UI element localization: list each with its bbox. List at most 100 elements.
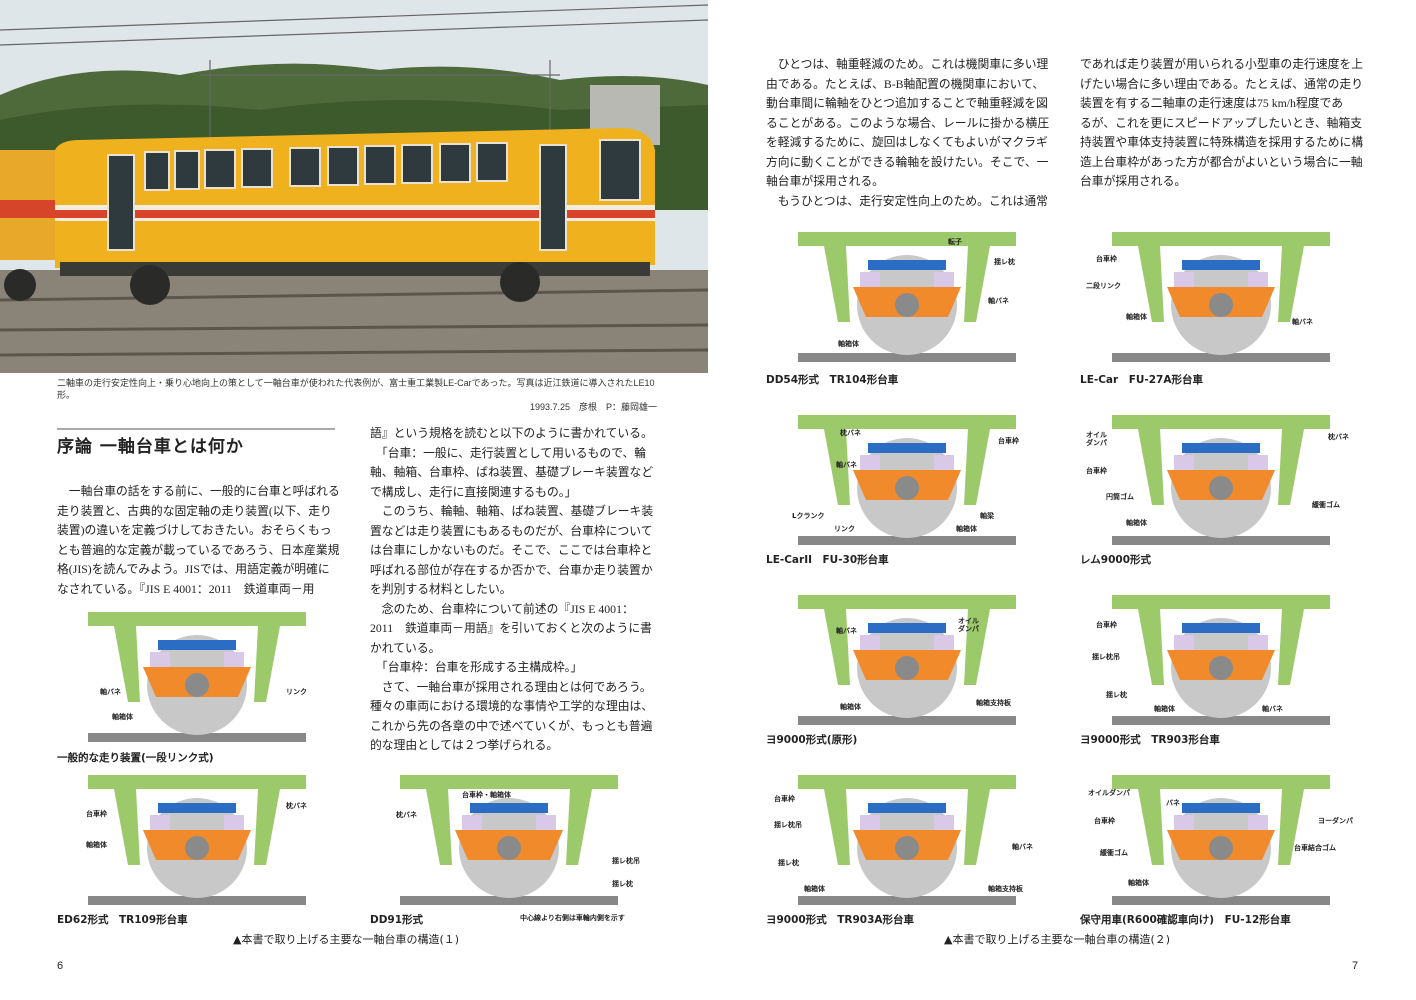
frame-leg-left: [824, 609, 850, 685]
diagram-label: 軸箱支持板: [988, 885, 1023, 893]
rail: [798, 353, 1016, 362]
diagram-label: 揺レ枕吊: [1092, 653, 1120, 661]
diagram-label: Lクランク: [792, 512, 825, 520]
page-number-right: 7: [1352, 960, 1359, 972]
frame-leg-left: [1138, 246, 1164, 322]
frame-beam: [1182, 623, 1260, 633]
diagram-label: 台車枠: [1086, 467, 1107, 475]
diagram-caption: ヨ9000形式 TR903A形台車: [766, 914, 915, 926]
frame-leg-left: [824, 789, 850, 865]
axle-hub: [895, 476, 919, 500]
diagram-dd91: 台車枠・軸箱体 枕バネ 揺レ枕吊 揺レ枕: [396, 775, 640, 910]
diagram-label: 緩衝ゴム: [1312, 501, 1340, 509]
right-column-2: であれば走り装置が用いられる小型車の走行速度を上 げたい場合に多い理由である。た…: [1080, 57, 1364, 188]
rail: [400, 896, 618, 905]
diagram-label: 軸バネ: [1262, 705, 1283, 713]
diagram-label: 揺レ枕吊: [774, 821, 802, 829]
diagram-label: 軸バネ: [836, 461, 857, 469]
photo-caption-text: 二軸車の走行安定性向上・乗り心地向上の策として一軸台車が使われた代表例が、富士重…: [57, 378, 655, 400]
frame-leg-right: [964, 429, 990, 505]
diagram-label: 軸バネ: [1012, 843, 1033, 851]
diagram-label: 緩衝ゴム: [1100, 849, 1128, 857]
frame-beam: [1182, 260, 1260, 270]
diagram-label: 台車枠・軸箱体: [462, 791, 511, 799]
frame-beam: [1182, 803, 1260, 813]
figure-caption-1: ▲本書で取り上げる主要な一軸台車の構造(１): [233, 933, 460, 946]
diagram-label: 台車枠: [774, 795, 795, 803]
diagram-label: バネ: [1166, 799, 1180, 807]
diagram-label: 転子: [948, 238, 962, 246]
diagram-label: 軸バネ: [836, 627, 857, 635]
carbody-floor: [400, 775, 618, 789]
diagram-label: 軸箱体: [86, 841, 107, 849]
diagram-label: 枕バネ: [1328, 433, 1349, 441]
rail: [1112, 353, 1330, 362]
frame-beam: [158, 803, 236, 813]
diagram-label: オイルダンパ: [1088, 789, 1130, 797]
axle-hub: [895, 293, 919, 317]
diagram-yo9000-tr903a: 台車枠 揺レ枕吊 揺レ枕 軸箱体 軸バネ 軸箱支持板: [774, 775, 1033, 910]
diagram-label: リンク: [286, 688, 307, 696]
frame-leg-right: [1278, 429, 1304, 505]
heading-rule: [57, 428, 335, 430]
axle-hub: [1209, 476, 1233, 500]
diagram-caption: LE-CarII FU-30形台車: [766, 554, 889, 566]
figure-caption-2: ▲本書で取り上げる主要な一軸台車の構造(２): [944, 933, 1171, 946]
diagram-lecar-fu27a: 台車枠 二段リンク 軸箱体 軸バネ: [1086, 232, 1330, 367]
carbody-floor: [1112, 595, 1330, 609]
axle-hub: [185, 673, 209, 697]
diagram-label: 揺レ枕: [1106, 691, 1127, 699]
diagram-label: 枕バネ: [840, 429, 861, 437]
diagram-caption: ヨ9000形式 TR903形台車: [1080, 734, 1220, 746]
diagram-label: オイル ダンパ: [958, 617, 979, 633]
diagram-caption: 一般的な走り装置(一段リンク式): [57, 752, 214, 764]
diagram-label: 二段リンク: [1086, 282, 1121, 290]
frame-beam: [158, 640, 236, 650]
diagram-ed62-tr109: 台車枠 軸箱体 枕バネ: [86, 775, 307, 910]
carbody-floor: [798, 415, 1016, 429]
diagram-label: 軸箱体: [112, 713, 133, 721]
frame-leg-left: [1138, 429, 1164, 505]
carbody-floor: [798, 595, 1016, 609]
axle-hub: [895, 656, 919, 680]
diagram-label: 台車枠: [1094, 817, 1115, 825]
rail: [1112, 536, 1330, 545]
diagram-dd54-tr104: 転子 揺レ枕 軸バネ 軸箱体: [798, 232, 1016, 367]
photo-caption: 二軸車の走行安定性向上・乗り心地向上の策として一軸台車が使われた代表例が、富士重…: [57, 377, 657, 413]
diagram-label: 揺レ枕: [994, 258, 1015, 266]
carbody-floor: [88, 612, 306, 626]
diagram-caption: レム9000形式: [1080, 554, 1152, 566]
diagram-label: 台車枠: [1096, 621, 1117, 629]
diagram-fu12: オイルダンパ バネ 台車枠 緩衝ゴム 軸箱体 ヨーダンパ 台車結合ゴム: [1088, 775, 1353, 910]
rail: [798, 896, 1016, 905]
diagram-yo9000-original: 軸バネ オイル ダンパ 軸箱体 軸箱支持板: [798, 595, 1016, 730]
diagram-caption: ヨ9000形式(原形): [766, 734, 858, 746]
frame-beam: [868, 443, 946, 453]
carbody-floor: [88, 775, 306, 789]
frame-beam: [470, 803, 548, 813]
diagram-caption: LE-Car FU-27A形台車: [1080, 374, 1203, 386]
frame-leg-left: [114, 789, 140, 865]
diagram-label: 軸箱体: [838, 340, 859, 348]
frame-leg-right: [566, 789, 592, 865]
frame-leg-left: [114, 626, 140, 702]
frame-leg-right: [964, 246, 990, 322]
frame-leg-left: [1138, 789, 1164, 865]
diagram-label: ヨーダンパ: [1318, 817, 1353, 825]
diagram-label: 軸箱体: [1126, 313, 1147, 321]
axle-hub: [497, 836, 521, 860]
diagram-label: 軸バネ: [1292, 318, 1313, 326]
diagram-label: 軸箱体: [956, 525, 977, 533]
diagram-caption: DD54形式 TR104形台車: [766, 374, 899, 386]
diagram-label: 揺レ枕: [612, 880, 633, 888]
carbody-floor: [798, 232, 1016, 246]
frame-leg-right: [1278, 789, 1304, 865]
rail: [88, 896, 306, 905]
diagram-label: 軸箱体: [1126, 519, 1147, 527]
diagram-label: 台車枠: [1096, 255, 1117, 263]
axle-hub: [185, 836, 209, 860]
diagram-label: 円筒ゴム: [1106, 493, 1134, 501]
rail: [798, 716, 1016, 725]
frame-leg-right: [964, 609, 990, 685]
frame-beam: [868, 260, 946, 270]
